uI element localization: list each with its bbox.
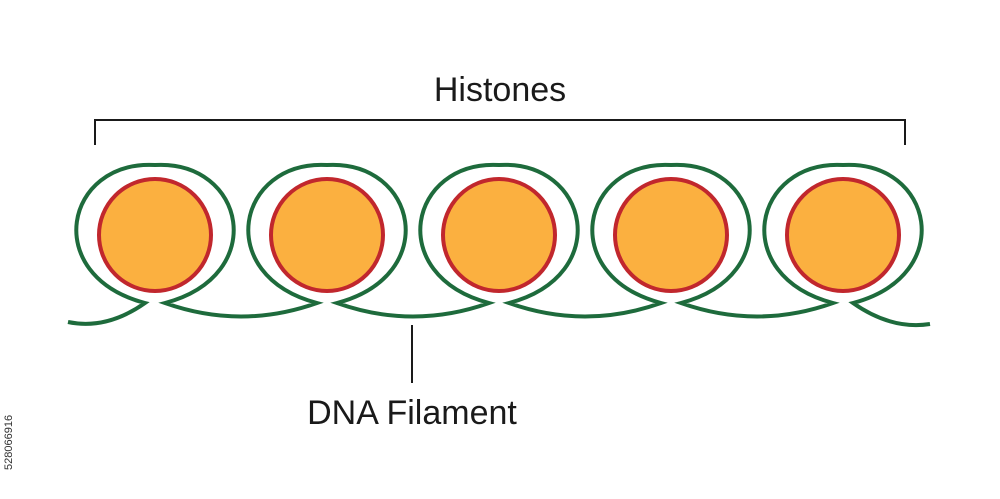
histone-core (613, 177, 729, 293)
side-id-text: 528066916 (3, 415, 15, 470)
histone-core (269, 177, 385, 293)
dna-filament-label: DNA Filament (307, 394, 517, 432)
histone-core (441, 177, 557, 293)
histone-core (785, 177, 901, 293)
histone-cores (97, 177, 901, 293)
histones-bracket (94, 119, 906, 145)
histones-label: Histones (434, 71, 566, 109)
dna-filament (67, 162, 931, 328)
dna-strand (67, 162, 931, 328)
histone-core (97, 177, 213, 293)
